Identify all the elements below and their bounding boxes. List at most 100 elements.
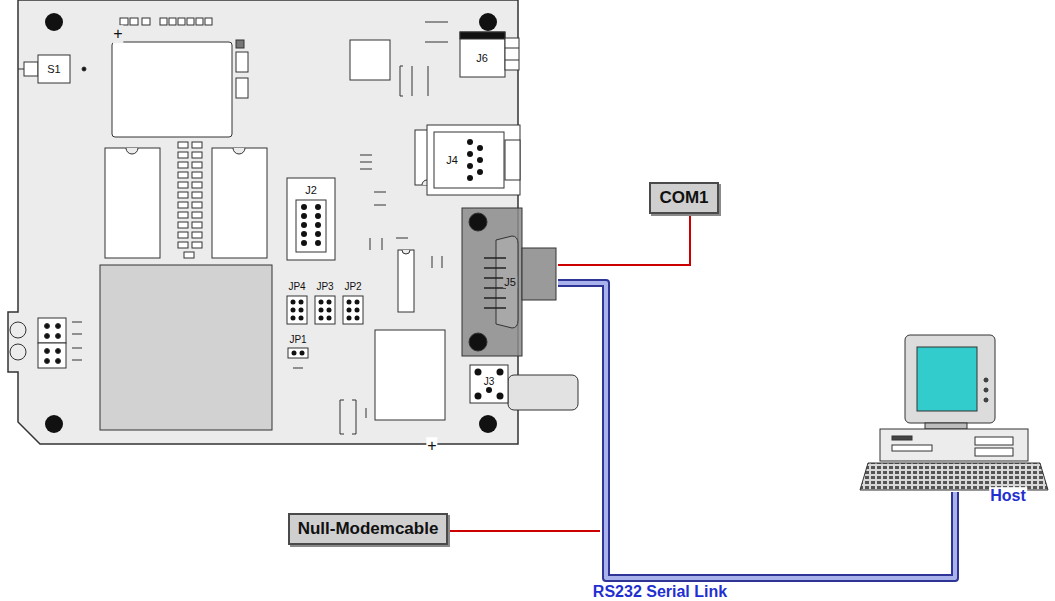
misc-components-part (375, 330, 445, 420)
cpu-area-part (187, 18, 194, 25)
host-computer-part (860, 463, 1048, 490)
misc-components-part (352, 434, 356, 435)
connector-j5-part-part (484, 267, 506, 269)
connector-j4 (427, 125, 520, 195)
misc-components-part (370, 238, 371, 250)
header-j2-part (296, 200, 326, 252)
side-connector-part (10, 322, 26, 338)
jumper-blocks-part-part (291, 316, 296, 321)
jumper-blocks-part-part (347, 300, 352, 305)
pcb-board-part (8, 0, 518, 444)
host-computer-part (984, 398, 988, 402)
part-name: J4 (445, 154, 459, 166)
cpu-area-part (196, 18, 203, 25)
header-j2-part-part (301, 213, 307, 219)
connector-j3-part-part (486, 387, 492, 393)
host-computer-part (917, 347, 977, 411)
cpu-area-part (178, 172, 188, 178)
cpu-area-part (236, 52, 248, 72)
switch-s1 (18, 55, 86, 83)
connector-j5-part-part (484, 307, 506, 309)
switch-s1-part (24, 62, 38, 76)
cpu-area-part (236, 40, 244, 48)
jumper-blocks-part (292, 351, 297, 356)
host-computer-part (984, 378, 988, 382)
header-j2-part-part (315, 204, 321, 210)
cpu-area-part (100, 265, 272, 430)
jumper-blocks-part (291, 300, 360, 321)
connector-j3-part-part (497, 369, 504, 376)
side-connector-part (56, 349, 61, 354)
host-computer-part (975, 437, 1013, 445)
connector-j5 (462, 208, 556, 356)
cpu-area-part (212, 148, 267, 258)
cpu-area-part (178, 222, 188, 228)
connector-j5-part (496, 236, 518, 328)
part-name: J5 (503, 276, 517, 288)
part-name: JP3 (315, 281, 334, 292)
part-name: JP2 (343, 281, 362, 292)
side-connector-part (38, 318, 66, 343)
jumper-blocks-part (287, 296, 307, 324)
cpu-area-part (192, 222, 202, 228)
callout-text: Null-Modemcable (298, 519, 439, 539)
host-computer-part (984, 388, 988, 392)
misc-components-part (428, 66, 429, 96)
connector-j5-part (469, 213, 487, 231)
connector-j6-part (505, 38, 519, 70)
jumper-blocks-part-part (327, 308, 332, 313)
cpu-area-part (178, 202, 188, 208)
connector-j3-part (508, 375, 578, 410)
header-j2-part-part (301, 204, 307, 210)
cpu-area-part (192, 152, 202, 158)
host-computer-part (925, 423, 967, 429)
connector-j3-part-part (475, 393, 482, 400)
cpu-area-part (192, 232, 202, 238)
side-connector-part (72, 334, 82, 335)
cpu-area-part (192, 202, 202, 208)
leader-lines-part (558, 215, 690, 265)
connector-j6-part (505, 60, 519, 61)
misc-components-part (340, 400, 341, 434)
callout-text: COM1 (659, 188, 708, 208)
jumper-blocks-part (293, 368, 303, 369)
connector-j3-part (470, 365, 508, 403)
connector-j4-part-part (477, 157, 483, 163)
misc-components-part (360, 162, 372, 163)
callout-box: COM1 (649, 182, 718, 214)
header-j2-part (301, 204, 321, 246)
connector-j6-part (460, 32, 505, 39)
part-name: JP1 (288, 334, 307, 345)
cpu-area-part (178, 242, 188, 248)
connector-j5-part (469, 333, 487, 351)
misc-components-part (374, 192, 386, 193)
connector-j4-part-part (477, 145, 483, 151)
leader-lines (449, 215, 690, 531)
host-label: Host (989, 487, 1027, 505)
switch-s1-part (38, 55, 70, 83)
connector-j4-part-part (467, 139, 473, 145)
connector-j4-part (434, 132, 504, 188)
cpu-area-part (192, 172, 202, 178)
part-name: J3 (483, 376, 496, 387)
cpu-area-part (126, 148, 138, 154)
connector-j3-part-part (475, 369, 482, 376)
callout-box: Null-Modemcable (288, 513, 449, 545)
cpu-area-part (178, 212, 188, 218)
misc-components-part (402, 250, 410, 254)
connector-j4-part-part (467, 151, 473, 157)
cpu-area-part (160, 18, 167, 25)
misc-components-part (356, 400, 357, 434)
jumper-blocks-part-part (299, 316, 304, 321)
misc-components-part (374, 205, 386, 206)
connector-j4-part-part (467, 175, 473, 181)
host-computer-part (892, 445, 932, 451)
connector-j4-part-part (477, 169, 483, 175)
jumper-blocks-part-part (347, 308, 352, 313)
cpu-area-part (236, 78, 248, 98)
misc-components-part (398, 250, 414, 312)
cpu-area-part (205, 18, 212, 25)
header-j2-part-part (301, 222, 307, 228)
misc-components-part (425, 22, 448, 23)
